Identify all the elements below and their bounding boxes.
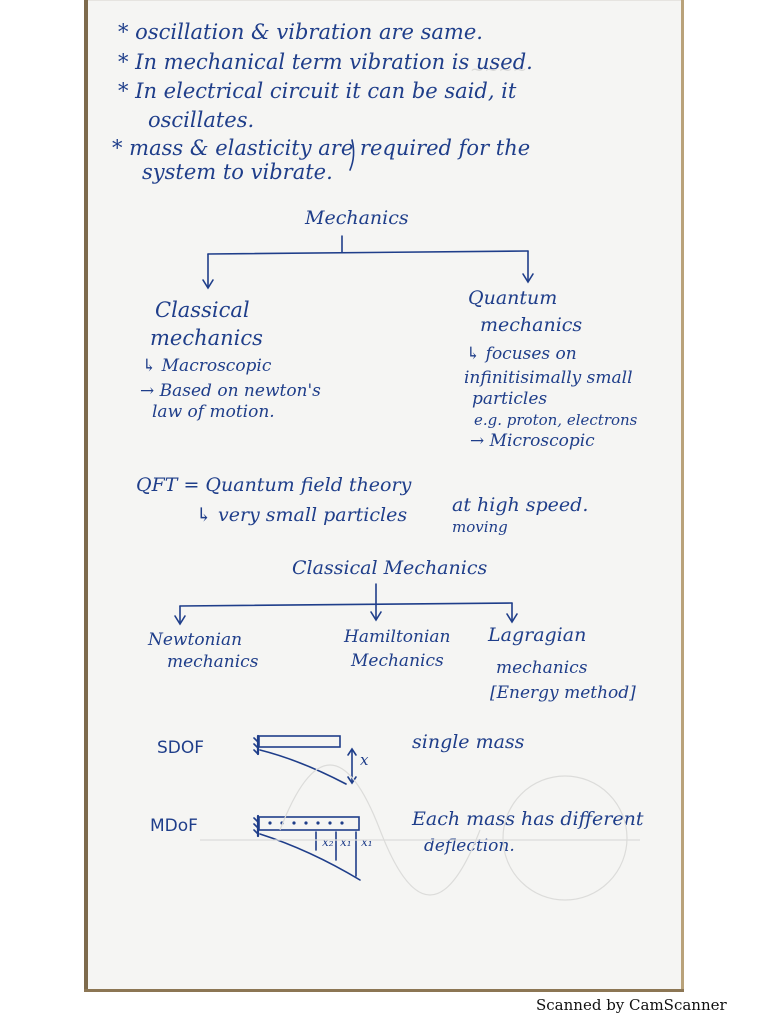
mdof-deflected-shape xyxy=(259,833,361,881)
qft-line-1: QFT = Quantum field theory xyxy=(136,474,412,496)
notebook-page xyxy=(87,0,682,990)
tree1-right-title-1: Quantum xyxy=(468,287,558,309)
tree2-branch-1-line-1: Newtonian xyxy=(148,630,243,650)
mdof-description-2: deflection. xyxy=(424,836,515,856)
mdof-x1-label-a: x₁ xyxy=(340,835,352,849)
tree2-branch-1-line-2: mechanics xyxy=(167,652,259,672)
tree1-right-title-2: mechanics xyxy=(480,314,583,336)
page-edge-bottom xyxy=(84,989,684,992)
tree1-right-sub-5: → Microscopic xyxy=(470,431,595,451)
sdof-label: SDOF xyxy=(157,738,205,758)
note-line-1: * oscillation & vibration are same. xyxy=(118,20,483,44)
note-flourish xyxy=(349,139,355,171)
tree1-right-sub-2: infinitisimally small xyxy=(464,368,633,388)
qft-inserted-word: moving xyxy=(452,518,508,536)
tree1-right-sub-3: particles xyxy=(472,389,548,409)
qft-line-2: ↳ very small particles xyxy=(196,504,408,526)
tree1-right-sub-4: e.g. proton, electrons xyxy=(474,411,638,429)
mdof-description-1: Each mass has different xyxy=(412,808,644,830)
page-edge-right xyxy=(681,0,684,992)
sdof-beam xyxy=(258,735,341,748)
tree2-left-arrowhead xyxy=(174,615,186,626)
tree2-branch-3-line-1: Lagragian xyxy=(488,624,587,646)
tree1-bar xyxy=(207,250,529,255)
tree2-right-arrowhead xyxy=(506,613,518,624)
tree1-left-sub-2: → Based on newton's xyxy=(140,381,321,401)
tree1-left-sub-3: law of motion. xyxy=(152,402,275,422)
mdof-x1-label-b: x₁ xyxy=(361,835,373,849)
tree2-root: Classical Mechanics xyxy=(292,557,488,579)
show-through-text: ~~~~ xyxy=(470,60,527,80)
note-line-4: * mass & elasticity are required for the xyxy=(112,136,531,160)
sdof-deflected-shape xyxy=(259,749,347,785)
tree1-right-sub-1: ↳ focuses on xyxy=(466,344,577,364)
sdof-deflection-label: x xyxy=(360,751,369,769)
qft-line-2-cont: at high speed. xyxy=(452,494,589,516)
sdof-description: single mass xyxy=(412,731,525,753)
mdof-beam xyxy=(258,816,360,831)
tree2-mid-arrowhead xyxy=(370,611,382,622)
tree1-left-sub-1: ↳ Macroscopic xyxy=(142,356,272,376)
scanner-watermark: Scanned by CamScanner xyxy=(536,996,727,1014)
tree1-left-title-1: Classical xyxy=(155,298,250,322)
mdof-x2-label: x₂ xyxy=(322,835,334,849)
note-line-3: * In electrical circuit it can be said, … xyxy=(118,79,517,103)
tree2-branch-2-line-1: Hamiltonian xyxy=(344,627,451,647)
note-line-3-cont: oscillates. xyxy=(148,108,255,132)
tree2-branch-3-line-2: mechanics xyxy=(496,658,588,678)
tree1-left-arrowhead xyxy=(202,279,214,290)
note-line-2: * In mechanical term vibration is used. xyxy=(118,50,533,74)
note-line-4-cont: system to vibrate. xyxy=(142,160,333,184)
tree1-left-title-2: mechanics xyxy=(150,326,263,350)
tree2-bar xyxy=(179,602,513,607)
tree2-branch-3-line-3: [Energy method] xyxy=(490,683,636,703)
tree1-right-arrowhead xyxy=(522,273,534,284)
tree1-root: Mechanics xyxy=(305,207,409,229)
mdof-label: MDoF xyxy=(150,816,198,836)
tree2-branch-2-line-2: Mechanics xyxy=(351,651,444,671)
page-edge-left xyxy=(84,0,88,992)
